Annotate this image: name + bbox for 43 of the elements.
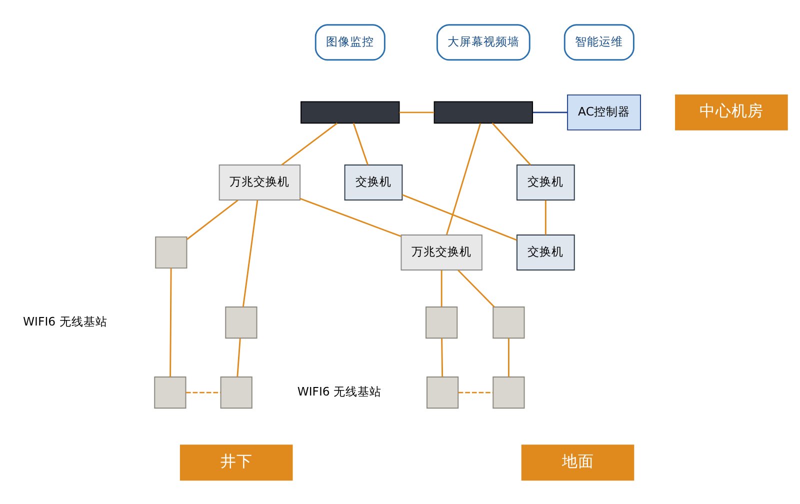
node-box: AC控制器 bbox=[567, 94, 641, 130]
connector bbox=[532, 111, 568, 113]
node-box: 万兆交换机 bbox=[400, 234, 482, 270]
node-box bbox=[155, 236, 188, 268]
node-box: 井下 bbox=[180, 444, 293, 480]
node-box bbox=[426, 376, 459, 408]
node-box bbox=[300, 100, 400, 124]
node-box bbox=[426, 306, 458, 338]
connector bbox=[402, 194, 518, 240]
connector bbox=[441, 338, 444, 376]
connector bbox=[458, 391, 493, 393]
connector bbox=[399, 111, 434, 113]
connector bbox=[236, 338, 241, 376]
connector bbox=[446, 122, 482, 234]
node-box: 图像监控 bbox=[314, 24, 386, 60]
label: WIFI6 无线基站 bbox=[23, 314, 108, 328]
connector bbox=[170, 268, 172, 376]
connector bbox=[186, 391, 221, 393]
node-box: 地面 bbox=[521, 444, 634, 480]
node-box bbox=[492, 306, 525, 338]
node-box bbox=[220, 376, 252, 408]
node-box: 交换机 bbox=[516, 234, 575, 270]
node-box: 交换机 bbox=[344, 164, 403, 200]
node-box bbox=[434, 100, 534, 124]
node-box: 中心机房 bbox=[675, 94, 788, 130]
node-box bbox=[492, 376, 525, 408]
connector bbox=[281, 122, 338, 165]
node-box: 交换机 bbox=[516, 164, 575, 200]
connector bbox=[544, 200, 546, 234]
node-box: 大屏幕视频墙 bbox=[436, 24, 530, 60]
connector bbox=[440, 270, 442, 306]
connector bbox=[508, 338, 510, 376]
connector bbox=[300, 197, 402, 237]
label: WIFI6 无线基站 bbox=[297, 384, 382, 398]
connector bbox=[458, 269, 495, 307]
connector bbox=[186, 199, 238, 240]
node-box bbox=[154, 376, 186, 408]
node-box: 智能运维 bbox=[564, 24, 634, 60]
node-box: 万兆交换机 bbox=[218, 164, 301, 200]
node-box bbox=[225, 306, 258, 338]
connector bbox=[492, 122, 532, 165]
connector bbox=[242, 200, 258, 307]
connector bbox=[352, 122, 368, 165]
